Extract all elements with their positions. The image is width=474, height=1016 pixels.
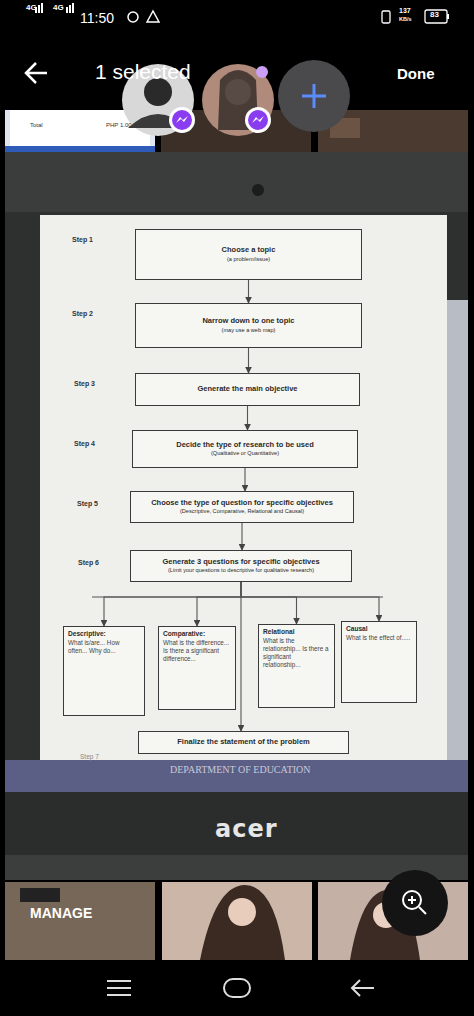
status-text: 4G bbox=[26, 3, 37, 12]
node-heading: Choose a topic bbox=[222, 246, 276, 255]
process-box: Choose the type of question for specific… bbox=[130, 491, 354, 523]
node-body: What is the difference... Is there a sig… bbox=[163, 639, 231, 664]
node-body: What is the effect of..... bbox=[346, 634, 410, 642]
flow-arrow bbox=[247, 406, 248, 430]
flow-arrow bbox=[104, 582, 241, 626]
step-label: Step 6 bbox=[78, 559, 99, 566]
brand-logo: acer bbox=[215, 815, 278, 843]
node-body: What is the relationship... Is there a s… bbox=[263, 637, 330, 670]
question-box: Comparative:What is the difference... Is… bbox=[158, 626, 236, 710]
footer-text: DEPARTMENT OF EDUCATION bbox=[170, 764, 311, 775]
step-label: Step 1 bbox=[72, 236, 93, 243]
node-heading: Relational bbox=[263, 628, 295, 636]
battery-level: 83 bbox=[430, 10, 439, 19]
step-label: Step 7 bbox=[80, 753, 99, 760]
done-button: Done bbox=[397, 65, 435, 82]
step-label: Step 5 bbox=[77, 500, 98, 507]
flow-arrow bbox=[197, 582, 241, 626]
question-box: Descriptive:What is/are... How often... … bbox=[63, 626, 145, 716]
status-text: KB/s bbox=[399, 16, 412, 22]
question-box: CausalWhat is the effect of..... bbox=[341, 621, 417, 703]
node-heading: Generate 3 questions for specific object… bbox=[162, 558, 319, 567]
node-body: (a problem/issue) bbox=[227, 256, 270, 263]
process-box: Generate the main objective bbox=[135, 373, 360, 406]
flow-arrow bbox=[241, 582, 379, 621]
flow-arrow bbox=[248, 348, 249, 373]
process-box: Generate 3 questions for specific object… bbox=[130, 550, 352, 582]
process-box: Finalize the statement of the problem bbox=[138, 731, 349, 754]
status-text: 4G bbox=[53, 3, 64, 12]
node-body: (Limit your questions to descriptive for… bbox=[168, 567, 314, 574]
node-heading: Finalize the statement of the problem bbox=[177, 738, 310, 747]
step-label: Step 3 bbox=[74, 380, 95, 387]
thumbnail-text: Total bbox=[30, 122, 43, 128]
manage-button: MANAGE bbox=[30, 905, 92, 921]
flow-arrow bbox=[244, 468, 245, 491]
node-body: What is/are... How often... Why do... bbox=[68, 639, 140, 655]
process-box: Decide the type of research to be used(Q… bbox=[132, 430, 358, 468]
node-heading: Choose the type of question for specific… bbox=[151, 499, 333, 508]
flow-arrow bbox=[241, 523, 242, 550]
node-body: (may use a web map) bbox=[222, 327, 276, 334]
step-label: Step 4 bbox=[74, 440, 95, 447]
node-heading: Narrow down to one topic bbox=[202, 317, 294, 326]
process-box: Narrow down to one topic(may use a web m… bbox=[135, 303, 362, 348]
flow-arrow bbox=[241, 582, 297, 624]
question-box: RelationalWhat is the relationship... Is… bbox=[258, 624, 335, 708]
node-heading: Descriptive: bbox=[68, 630, 106, 638]
status-time: 11:50 bbox=[80, 10, 114, 26]
node-body: (Descriptive, Comparative, Relational an… bbox=[180, 508, 304, 515]
node-heading: Generate the main objective bbox=[197, 385, 297, 394]
step-label: Step 2 bbox=[72, 310, 93, 317]
thumbnail-text: PHP 1.00 bbox=[106, 122, 132, 128]
flow-arrow bbox=[240, 582, 241, 731]
node-heading: Causal bbox=[346, 625, 368, 633]
flow-arrow bbox=[248, 280, 249, 303]
node-body: (Qualitative or Quantitative) bbox=[211, 450, 279, 457]
app-title: 1 selected bbox=[95, 60, 191, 84]
node-heading: Comparative: bbox=[163, 630, 205, 638]
process-box: Choose a topic(a problem/issue) bbox=[135, 229, 362, 280]
node-heading: Decide the type of research to be used bbox=[176, 441, 314, 450]
status-text: 137 bbox=[399, 7, 411, 14]
